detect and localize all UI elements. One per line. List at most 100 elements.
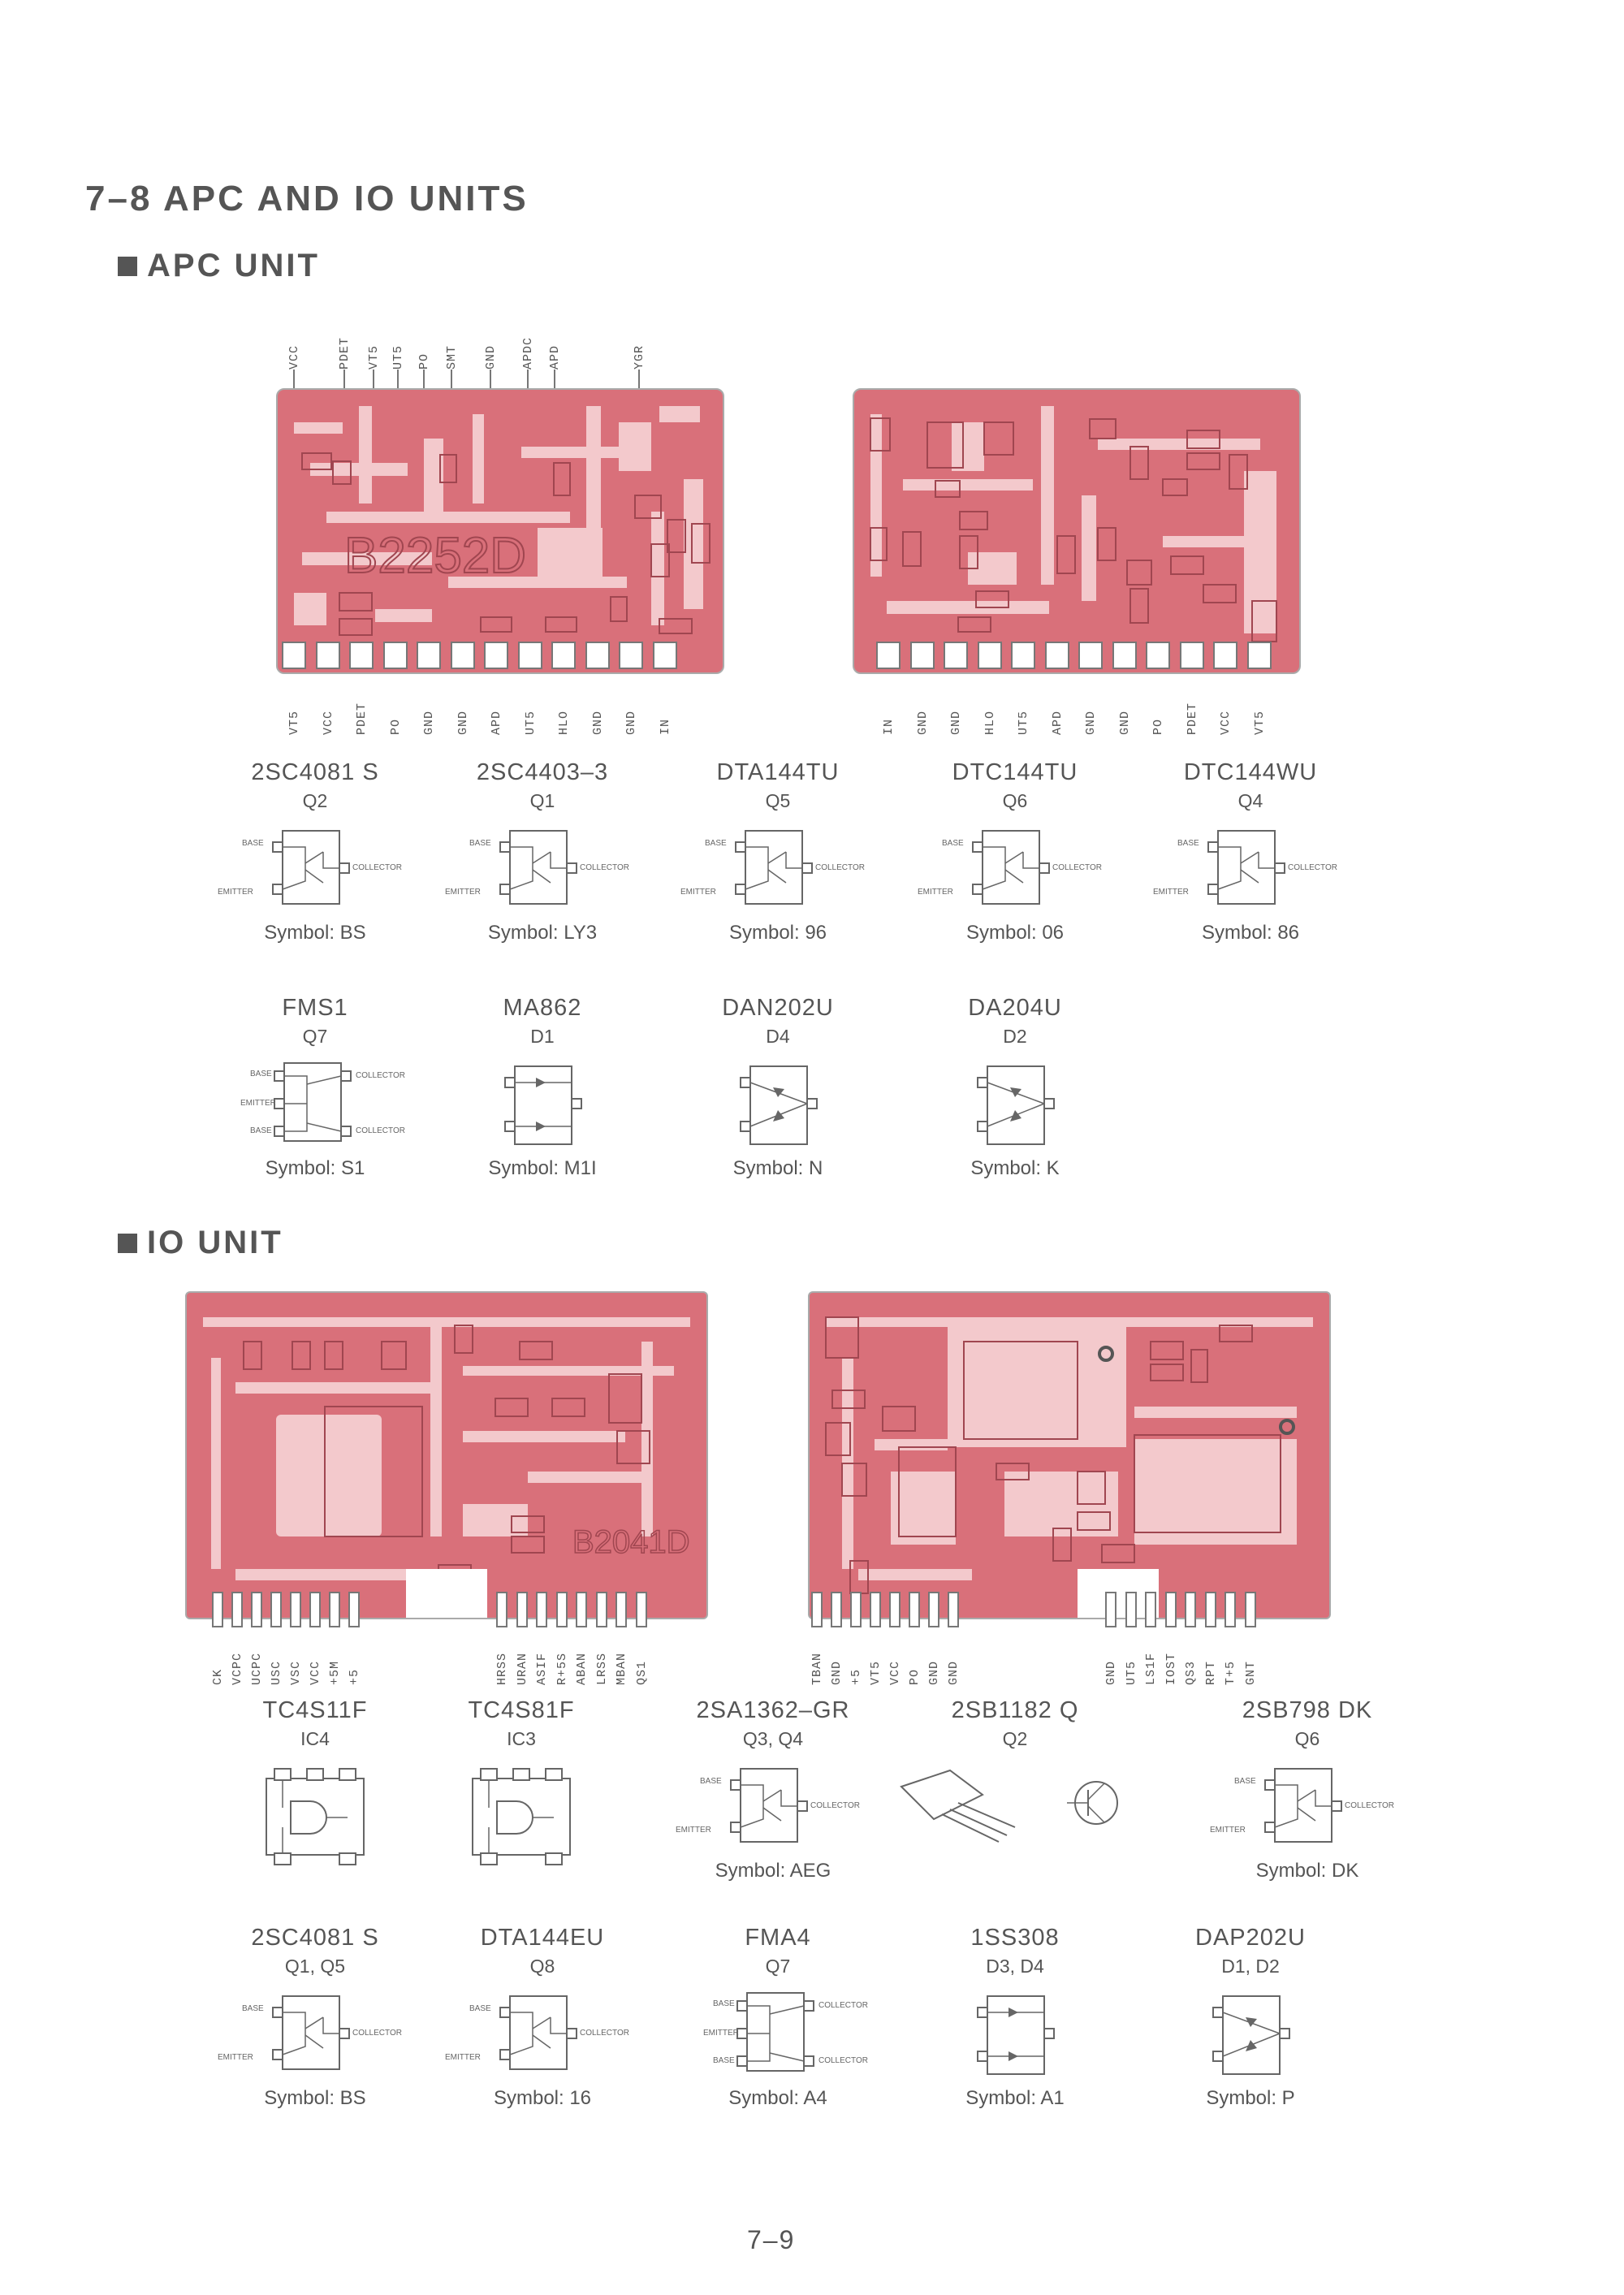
solder-pad [850, 1592, 862, 1627]
pin-label: T+5 [1224, 1660, 1237, 1685]
svg-text:EMITTER: EMITTER [918, 888, 953, 897]
svg-text:EMITTER: EMITTER [1153, 888, 1189, 897]
package-drawing [909, 1052, 1121, 1161]
svg-text:BASE: BASE [1177, 839, 1199, 848]
part-number: DTA144EU [480, 1925, 605, 1951]
pin-label: VCC [321, 710, 335, 735]
solder-pad [1078, 642, 1103, 669]
part-number: 2SC4081 S [251, 759, 379, 785]
solder-pad [831, 1592, 842, 1627]
pin-label: HRSS [495, 1652, 509, 1685]
pin-label: ABAN [575, 1652, 589, 1685]
svg-text:COLLECTOR: COLLECTOR [818, 2056, 868, 2065]
pin-label: UCPC [250, 1652, 264, 1685]
solder-pad [516, 1592, 528, 1627]
reference-designator: Q3, Q4 [742, 1728, 804, 1749]
symbol-code: Symbol: LY3 [487, 922, 598, 944]
solder-pad [1179, 642, 1204, 669]
svg-text:EMITTER: EMITTER [445, 888, 481, 897]
part-number: FMS1 [282, 995, 348, 1021]
pin-label: VT5 [287, 710, 301, 735]
pin-label: ASIF [535, 1652, 549, 1685]
solder-pad [329, 1592, 340, 1627]
svg-text:BASE: BASE [250, 1126, 272, 1135]
svg-text:BASE: BASE [469, 2004, 491, 2013]
svg-text:BASE: BASE [242, 839, 264, 848]
solder-pad [811, 1592, 823, 1627]
solder-pad [615, 1592, 627, 1627]
reference-designator: Q1, Q5 [284, 1956, 346, 1977]
pin-label: PDET [355, 702, 369, 735]
symbol-code: Symbol: M1I [488, 1157, 597, 1179]
power-transistor-symbol-icon [900, 1769, 1118, 1843]
pin-label: GND [1117, 710, 1132, 735]
pin-label: CK [211, 1668, 225, 1685]
svg-text:BASE: BASE [250, 1070, 272, 1078]
page-number: 7–9 [747, 2225, 796, 2254]
package-drawing [885, 1754, 1145, 1864]
pin-label: UT5 [1124, 1660, 1138, 1685]
pin-label: GND [1104, 1660, 1118, 1685]
svg-text:COLLECTOR: COLLECTOR [1052, 863, 1102, 872]
apc-board-label: B2252D [344, 528, 526, 584]
solder-pad [290, 1592, 301, 1627]
symbol-code: Symbol: 06 [965, 922, 1065, 944]
pin-label: VSC [289, 1660, 303, 1685]
solder-pad [496, 1592, 508, 1627]
symbol-code: Symbol: 16 [493, 2087, 592, 2109]
symbol-code: Symbol: BS [264, 922, 366, 944]
solder-pad [1112, 642, 1137, 669]
part-number: 2SB798 DK [1242, 1697, 1373, 1723]
symbol-code: Symbol: S1 [265, 1157, 365, 1179]
solder-pad [450, 642, 475, 669]
pin-label: RPT [1203, 1660, 1218, 1685]
pin-label: GND [456, 710, 470, 735]
pin-label: IN [882, 718, 896, 735]
pin-label: UT5 [523, 710, 538, 735]
io-back-traces [825, 1316, 1313, 1618]
pin-label: GND [915, 710, 930, 735]
apc-top-leaders [293, 370, 640, 398]
reference-designator: Q2 [1002, 1728, 1028, 1749]
svg-text:BASE: BASE [713, 2056, 735, 2065]
svg-text:BASE: BASE [1234, 1777, 1256, 1786]
io-board-label: B2041D [572, 1524, 690, 1560]
reference-designator: D4 [766, 1026, 790, 1047]
svg-text:COLLECTOR: COLLECTOR [356, 1071, 405, 1080]
package-drawing: BASE EMITTER COLLECTOR [1145, 816, 1356, 926]
pin-label: R+5S [555, 1652, 569, 1685]
solder-pad [944, 642, 968, 669]
svg-text:COLLECTOR: COLLECTOR [1288, 863, 1337, 872]
svg-text:BASE: BASE [700, 1777, 722, 1786]
pin-label: GND [1084, 710, 1098, 735]
solder-pad [555, 1592, 568, 1627]
solder-pad [231, 1592, 243, 1627]
symbol-code: Symbol: N [732, 1157, 823, 1179]
svg-text:BASE: BASE [705, 839, 727, 848]
solder-pad [1204, 1592, 1216, 1627]
pin-label: PO [388, 718, 403, 735]
io-pcb-back [808, 1291, 1331, 1619]
pin-label: GND [624, 710, 638, 735]
reference-designator: Q7 [765, 1956, 791, 1977]
solder-pad [635, 1592, 647, 1627]
part-number: MA862 [503, 995, 582, 1021]
solder-pad [889, 1592, 901, 1627]
svg-text:COLLECTOR: COLLECTOR [580, 863, 629, 872]
reference-designator: D1, D2 [1221, 1956, 1280, 1977]
pin-label: VT5 [1252, 710, 1267, 735]
apc-pcb-front: B2252D [276, 388, 724, 674]
solder-pad [909, 1592, 920, 1627]
pin-label: IOST [1164, 1652, 1178, 1685]
bullet-square-icon [118, 1234, 137, 1253]
reference-designator: D1 [530, 1026, 555, 1047]
solder-pad [270, 1592, 282, 1627]
solder-pad [1224, 1592, 1236, 1627]
